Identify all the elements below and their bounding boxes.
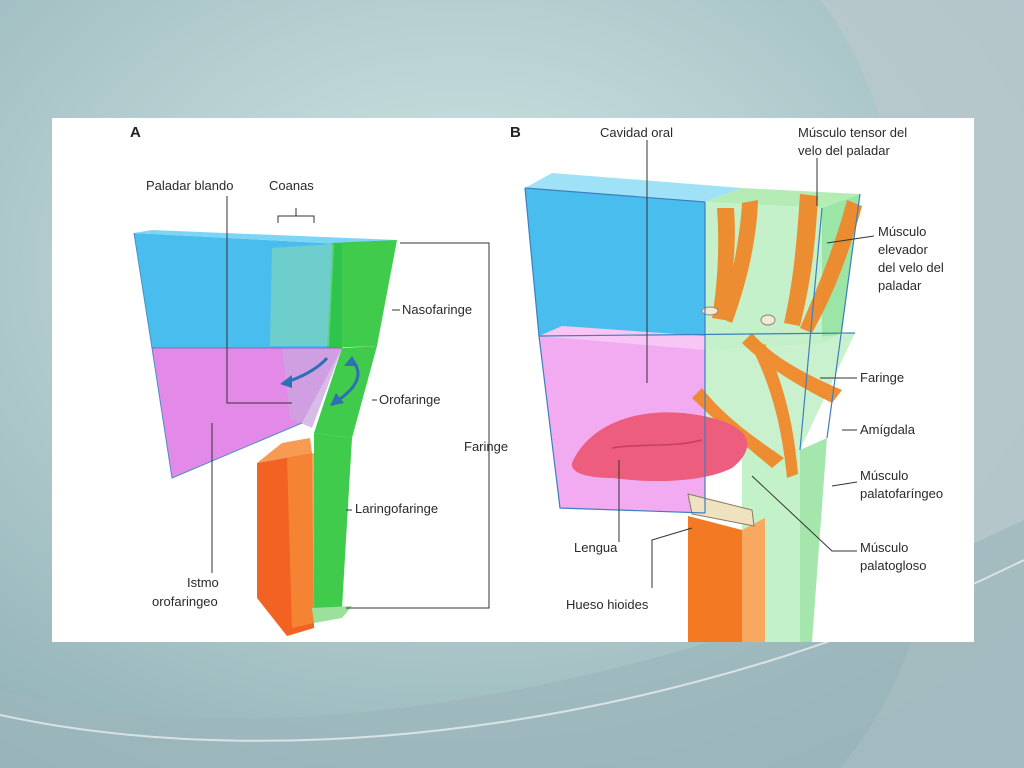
label-faringe-b: Faringe bbox=[860, 370, 905, 385]
label-cavidad-oral: Cavidad oral bbox=[600, 125, 673, 140]
label-tensor-line2: velo del paladar bbox=[798, 143, 890, 158]
panel-a-letter: A bbox=[130, 124, 141, 141]
label-elevador-line4: paladar bbox=[878, 278, 922, 293]
label-orofaringe: Orofaringe bbox=[379, 392, 441, 407]
panel-b-drawing bbox=[524, 140, 875, 642]
pharynx-wall-middle bbox=[314, 346, 377, 438]
pharynx-diagram bbox=[133, 140, 875, 642]
label-nasofaringe: Nasofaringe bbox=[402, 302, 473, 317]
label-paladar-blando: Paladar blando bbox=[146, 178, 234, 193]
label-palatofaringeo-line2: palatofaríngeo bbox=[860, 486, 944, 501]
label-elevador-line1: Músculo bbox=[878, 224, 927, 239]
label-istmo: Istmo bbox=[187, 575, 219, 590]
pharynx-wall-upper bbox=[327, 240, 397, 348]
panel-b-letter: B bbox=[510, 124, 521, 141]
label-lengua: Lengua bbox=[574, 540, 618, 555]
oral-cavity-region bbox=[525, 173, 742, 202]
label-faringe-a: Faringe bbox=[464, 439, 509, 454]
label-elevador-line2: elevador bbox=[878, 242, 928, 257]
label-hueso-hioides: Hueso hioides bbox=[566, 597, 649, 612]
label-elevador-line3: del velo del bbox=[878, 260, 944, 275]
label-orofaringeo: orofaringeo bbox=[152, 594, 218, 609]
label-palatogloso-line2: palatogloso bbox=[860, 558, 927, 573]
tongue bbox=[571, 412, 748, 481]
label-tensor-line1: Músculo tensor del bbox=[798, 125, 908, 140]
label-amigdala: Amígdala bbox=[860, 422, 915, 437]
anatomy-figure: A Paladar blando Coanas Nasofaringe Orof… bbox=[52, 118, 974, 642]
levator-veli-palatini-muscle bbox=[784, 194, 818, 326]
label-laringofaringe: Laringofaringe bbox=[355, 501, 439, 516]
label-palatogloso-line1: Músculo bbox=[860, 540, 909, 555]
panel-a-drawing bbox=[133, 196, 490, 636]
laryngopharynx-region-b bbox=[688, 516, 742, 642]
label-palatofaringeo-line1: Músculo bbox=[860, 468, 909, 483]
pharynx-wall-lower bbox=[314, 433, 352, 623]
label-coanas: Coanas bbox=[269, 178, 314, 193]
